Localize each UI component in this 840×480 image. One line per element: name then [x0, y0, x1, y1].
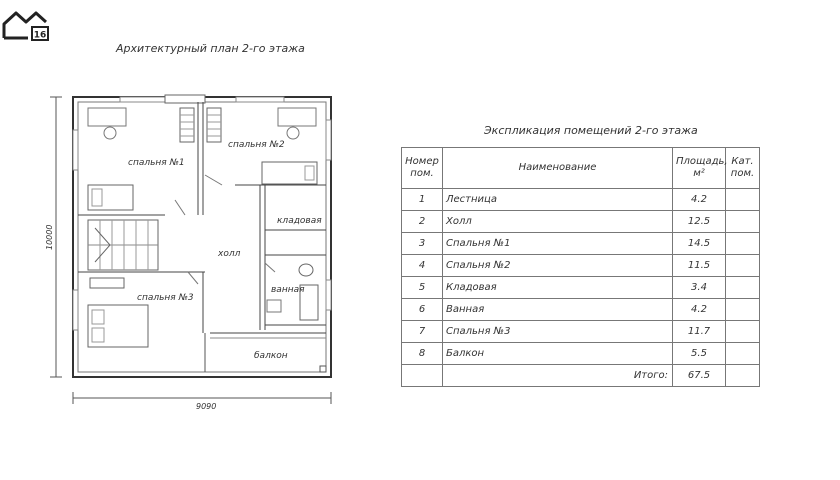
room-label-bedroom3: спальня №3: [137, 293, 194, 303]
row-name: Ванная: [442, 298, 673, 321]
total-label: Итого:: [442, 364, 673, 387]
header-cat: Кат.пом.: [725, 147, 760, 189]
row-area: 3.4: [672, 276, 726, 299]
dimension-height: 10000: [45, 225, 54, 250]
header-cat-line1: Кат.: [731, 156, 754, 167]
explication-title: Экспликация помещений 2-го этажа: [484, 124, 698, 137]
row-name: Кладовая: [442, 276, 673, 299]
total-value: 67.5: [672, 364, 726, 387]
header-area-line1: Площадь,: [676, 156, 728, 167]
row-num: 2: [401, 210, 443, 233]
room-label-hall: холл: [217, 249, 241, 259]
row-area: 4.2: [672, 188, 726, 211]
table-total-row: Итого:67.5: [401, 364, 760, 387]
row-area: 5.5: [672, 342, 726, 365]
row-area: 12.5: [672, 210, 726, 233]
row-cat: [725, 276, 760, 299]
row-cat: [725, 298, 760, 321]
header-num-line1: Номер: [405, 156, 439, 167]
room-label-bedroom2: спальня №2: [228, 140, 285, 150]
logo-badge: 16: [34, 31, 47, 41]
row-area: 4.2: [672, 298, 726, 321]
room-label-balcony: балкон: [254, 351, 288, 361]
floor-plan: спальня №1 спальня №2 холл кладовая ванн…: [45, 94, 332, 411]
row-cat: [725, 342, 760, 365]
row-num: 8: [401, 342, 443, 365]
row-name: Спальня №2: [442, 254, 673, 277]
row-num: 4: [401, 254, 443, 277]
row-num: 6: [401, 298, 443, 321]
row-num: 7: [401, 320, 443, 343]
row-cat: [725, 210, 760, 233]
row-cat: [725, 232, 760, 255]
total-cat: [725, 364, 760, 387]
row-area: 11.7: [672, 320, 726, 343]
row-name: Холл: [442, 210, 673, 233]
row-name: Спальня №3: [442, 320, 673, 343]
dimension-width: 9090: [196, 402, 216, 411]
house-logo-icon: 16: [2, 11, 49, 41]
header-area-line2: м²: [693, 168, 705, 179]
row-name: Лестница: [442, 188, 673, 211]
row-area: 14.5: [672, 232, 726, 255]
row-cat: [725, 320, 760, 343]
room-label-bedroom1: спальня №1: [128, 158, 185, 168]
row-num: 5: [401, 276, 443, 299]
room-label-bath: ванная: [271, 285, 305, 295]
plan-title: Архитектурный план 2-го этажа: [116, 42, 305, 55]
room-label-storage: кладовая: [277, 216, 322, 226]
row-name: Балкон: [442, 342, 673, 365]
header-cat-line2: пом.: [730, 168, 755, 179]
row-num: 1: [401, 188, 443, 211]
header-area: Площадь,м²: [672, 147, 728, 189]
header-num-line2: пом.: [410, 168, 434, 179]
total-num: [401, 364, 443, 387]
header-name: Наименование: [442, 147, 673, 189]
row-name: Спальня №1: [442, 232, 673, 255]
row-cat: [725, 188, 760, 211]
row-num: 3: [401, 232, 443, 255]
row-cat: [725, 254, 760, 277]
row-area: 11.5: [672, 254, 726, 277]
